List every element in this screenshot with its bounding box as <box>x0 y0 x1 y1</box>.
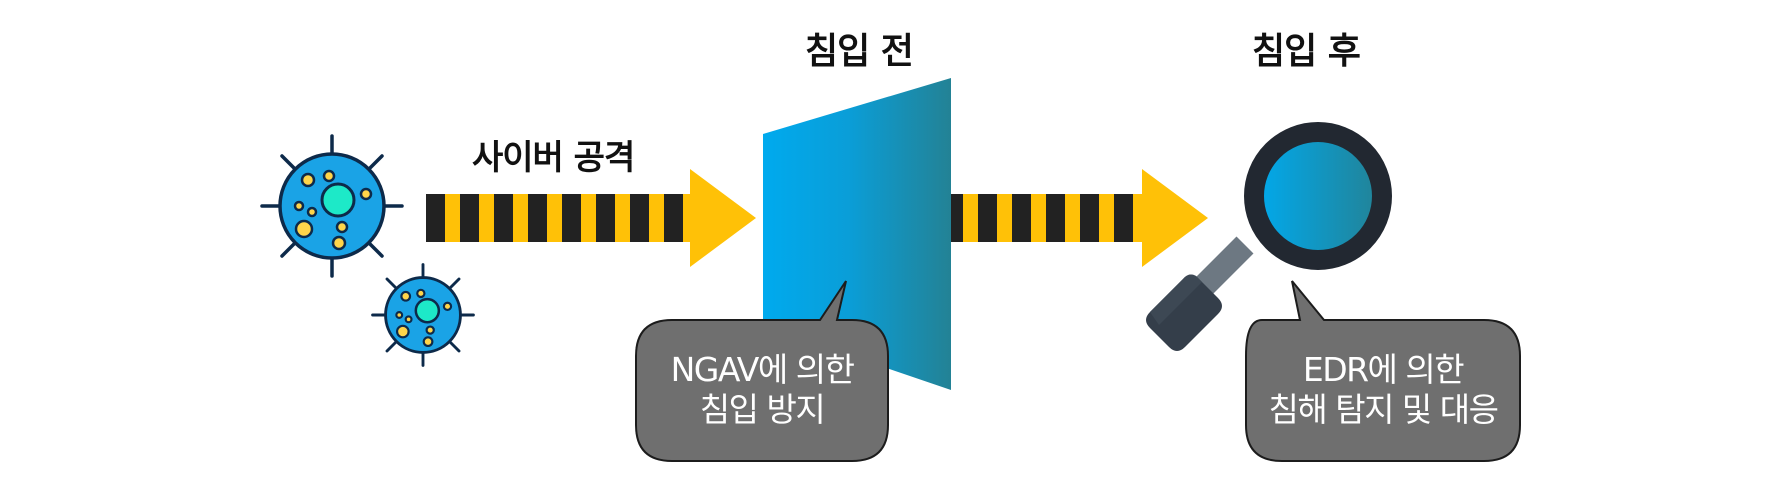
arrow-right-icon <box>951 169 1208 267</box>
callout-ngav-line2: 침입 방지 <box>699 390 826 429</box>
callout-edr-line1: EDR에 의한 <box>1302 350 1465 389</box>
label-after-intrusion: 침입 후 <box>1252 31 1361 72</box>
callout-ngav-line1: NGAV에 의한 <box>670 350 855 389</box>
callout-edr-line2: 침해 탐지 및 대응 <box>1268 390 1500 429</box>
label-cyber-attack: 사이버 공격 <box>472 138 635 178</box>
label-before-intrusion: 침입 전 <box>805 31 914 72</box>
callout-edr-text: EDR에 의한 침해 탐지 및 대응 <box>1246 350 1520 430</box>
virus-icon <box>371 263 475 367</box>
virus-icon <box>260 134 404 278</box>
arrow-right-icon <box>426 169 756 267</box>
callout-edr-shape <box>1245 280 1521 462</box>
callout-ngav-text: NGAV에 의한 침입 방지 <box>636 350 888 430</box>
magnifier-icon <box>1146 122 1392 351</box>
firewall-wall-icon <box>763 78 951 390</box>
callout-ngav-shape <box>635 280 889 462</box>
